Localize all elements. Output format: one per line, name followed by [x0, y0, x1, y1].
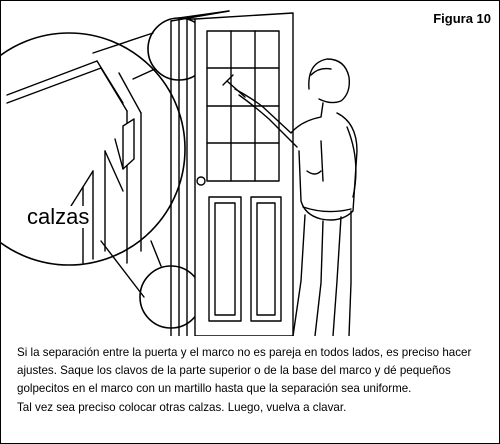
- man-figure: [222, 58, 358, 336]
- shims-callout-label: calzas: [25, 204, 92, 229]
- figure-title: Figura 10: [433, 11, 491, 26]
- caption-paragraph-1: Si la separación entre la puerta y el ma…: [17, 346, 472, 396]
- caption: Si la separación entre la puerta y el ma…: [17, 344, 491, 417]
- door-frame: [170, 10, 230, 336]
- door-installation-illustration: [1, 10, 358, 336]
- shims-detail-circle: [1, 32, 186, 266]
- caption-paragraph-2: Tal vez sea preciso colocar otras calzas…: [17, 400, 347, 414]
- door-slab: [186, 12, 294, 336]
